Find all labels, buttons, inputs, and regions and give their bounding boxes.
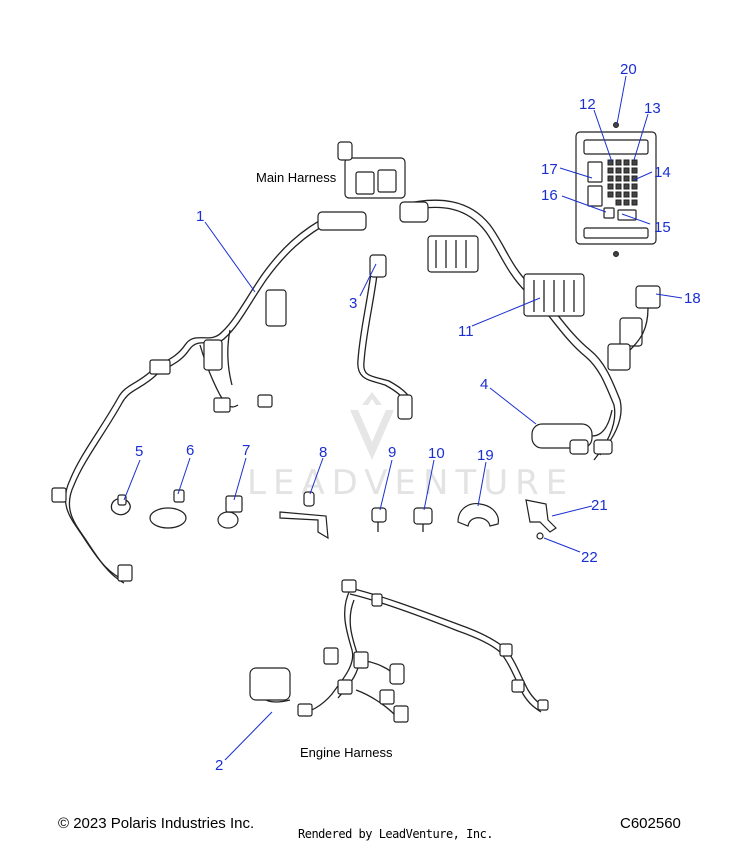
part-7-clamp <box>217 495 243 529</box>
callout-15: 15 <box>654 219 671 236</box>
part-22-nut <box>536 532 544 540</box>
leader-19 <box>477 461 487 507</box>
callout-2: 2 <box>215 757 223 774</box>
part-5-clip <box>110 494 131 516</box>
leader-21 <box>551 505 593 517</box>
callout-12: 12 <box>579 96 596 113</box>
part-9-fastener <box>371 507 387 532</box>
leader-22 <box>543 537 581 553</box>
part-20-screw <box>613 122 619 128</box>
watermark: LEADVENTURE <box>247 392 574 503</box>
leader-11 <box>471 297 541 327</box>
watermark-text: LEADVENTURE <box>247 463 574 503</box>
callout-1: 1 <box>196 208 204 225</box>
main-harness <box>51 141 622 584</box>
part-11-connector-block <box>523 273 585 317</box>
engine-harness-caption: Engine Harness <box>300 745 393 760</box>
part-18-connector <box>607 285 661 371</box>
part-4-fuse-holder <box>531 409 613 455</box>
callout-14: 14 <box>654 164 671 181</box>
engine-harness <box>249 579 549 723</box>
part-19-cover <box>457 503 499 527</box>
leadventure-chevron-logo <box>350 392 394 460</box>
part-10-fastener <box>413 507 433 532</box>
callout-21: 21 <box>591 497 608 514</box>
leader-4 <box>489 387 537 425</box>
part-6-strap <box>149 489 187 529</box>
callout-9: 9 <box>388 444 396 461</box>
part-21-bracket <box>525 499 557 533</box>
callout-16: 16 <box>541 187 558 204</box>
part-8-bracket <box>279 491 329 540</box>
callout-5: 5 <box>135 443 143 460</box>
leader-20 <box>616 75 627 125</box>
leader-13 <box>633 113 649 161</box>
callout-13: 13 <box>644 100 661 117</box>
diagram-id: C602560 <box>620 815 681 832</box>
main-harness-caption: Main Harness <box>256 170 337 185</box>
callout-numbers: 1 2 3 4 5 6 7 8 9 10 11 12 13 14 15 16 1… <box>135 61 701 774</box>
leader-12 <box>593 109 613 163</box>
leader-2 <box>224 711 273 761</box>
leader-18 <box>655 293 683 299</box>
callout-22: 22 <box>581 549 598 566</box>
callout-10: 10 <box>428 445 445 462</box>
leader-14 <box>633 171 653 181</box>
rendered-by-credit: Rendered by LeadVenture, Inc. <box>298 827 494 841</box>
leader-5 <box>123 459 141 501</box>
callout-17: 17 <box>541 161 558 178</box>
leader-17 <box>559 167 593 179</box>
leader-9 <box>379 459 393 511</box>
callout-19: 19 <box>477 447 494 464</box>
leader-6 <box>177 457 191 495</box>
leader-7 <box>233 457 247 501</box>
callout-3: 3 <box>349 295 357 312</box>
leader-1 <box>204 221 256 293</box>
ecu-connector-block <box>427 235 479 273</box>
callout-7: 7 <box>242 442 250 459</box>
leader-lines <box>123 75 683 761</box>
leader-10 <box>423 459 435 511</box>
leader-16 <box>561 195 607 213</box>
callout-11: 11 <box>458 323 474 340</box>
leader-15 <box>621 213 651 225</box>
fuse-box <box>575 122 657 257</box>
leader-3 <box>359 263 377 297</box>
leader-8 <box>309 457 324 495</box>
fuse-grid <box>607 159 638 206</box>
callout-6: 6 <box>186 442 194 459</box>
copyright-notice: © 2023 Polaris Industries Inc. <box>58 815 255 832</box>
callout-20: 20 <box>620 61 637 78</box>
callout-18: 18 <box>684 290 701 307</box>
callout-4: 4 <box>480 376 488 393</box>
callout-8: 8 <box>319 444 327 461</box>
